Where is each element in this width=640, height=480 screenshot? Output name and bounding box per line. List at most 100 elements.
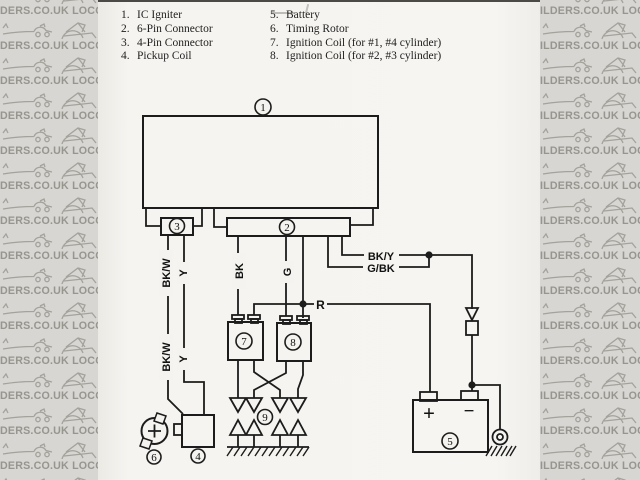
legend-item-number: 4. xyxy=(121,50,130,63)
watermark-logos xyxy=(0,88,98,110)
watermark-logos xyxy=(540,0,640,5)
six-pin-connector xyxy=(226,217,351,237)
legend-item-label: 4-Pin Connector xyxy=(137,36,213,49)
watermark-logos xyxy=(540,228,640,250)
watermark-row: DERS.CO.UK LOCOSTBUILDE xyxy=(0,88,98,123)
watermark-logos xyxy=(0,298,98,320)
locost-car-side-logo-icon xyxy=(542,337,593,353)
locost-car-side-logo-icon xyxy=(542,372,593,388)
locost-car-front-logo-icon xyxy=(601,162,637,180)
locost-car-side-logo-icon xyxy=(542,197,593,213)
callout-5: 5 xyxy=(441,432,459,450)
callout-9-number: 9 xyxy=(262,412,268,424)
callout-8: 8 xyxy=(284,333,302,351)
callout-6: 6 xyxy=(146,449,162,465)
legend-item-label: 6-Pin Connector xyxy=(137,22,213,35)
legend-item-number: 8. xyxy=(270,50,279,63)
watermark-logos xyxy=(540,368,640,390)
locost-car-side-logo-icon xyxy=(542,407,593,423)
spark-plug-leads xyxy=(237,360,304,398)
locost-car-front-logo-icon xyxy=(61,442,97,460)
watermark-logos xyxy=(540,88,640,110)
locost-car-front-logo-icon xyxy=(601,267,637,285)
locost-car-front-logo-icon xyxy=(61,232,97,250)
watermark-row: ILDERS.CO.UK LOCOSTBUIL xyxy=(540,473,640,480)
legend-item-number: 1. xyxy=(121,9,130,21)
watermark-row: DERS.CO.UK LOCOSTBUILDE xyxy=(0,0,98,18)
watermark-row: ILDERS.CO.UK LOCOSTBUIL xyxy=(540,158,640,193)
locost-car-side-logo-icon xyxy=(542,267,593,283)
watermark-row: DERS.CO.UK LOCOSTBUILDE xyxy=(0,263,98,298)
locost-car-side-logo-icon xyxy=(2,197,53,213)
watermark-text: ILDERS.CO.UK LOCOSTBUIL xyxy=(540,5,640,17)
watermark-row: DERS.CO.UK LOCOSTBUILDE xyxy=(0,298,98,333)
legend-item-label: Battery xyxy=(286,9,320,21)
callout-9: 9 xyxy=(256,408,274,426)
watermark-text: DERS.CO.UK LOCOSTBUILDE xyxy=(0,145,98,157)
locost-car-side-logo-icon xyxy=(542,442,593,458)
callout-5-number: 5 xyxy=(447,436,453,448)
locost-car-front-logo-icon xyxy=(61,197,97,215)
legend-item-label: Ignition Coil (for #1, #4 cylinder) xyxy=(286,36,442,49)
locost-car-side-logo-icon xyxy=(542,92,593,108)
locost-car-front-logo-icon xyxy=(61,302,97,320)
locost-car-side-logo-icon xyxy=(542,162,593,178)
watermark-logos xyxy=(0,123,98,145)
callout-4: 4 xyxy=(190,448,206,464)
locost-car-side-logo-icon xyxy=(2,232,53,248)
watermark-logos xyxy=(0,438,98,460)
watermark-text: ILDERS.CO.UK LOCOSTBUIL xyxy=(540,75,640,87)
legend-item-number: 6. xyxy=(270,22,279,35)
watermark-row: DERS.CO.UK LOCOSTBUILDE xyxy=(0,438,98,473)
watermark-logos xyxy=(540,403,640,425)
ignition-coil-7 xyxy=(227,314,264,361)
watermark-text: DERS.CO.UK LOCOSTBUILDE xyxy=(0,390,98,402)
callout-6-number: 6 xyxy=(151,452,157,464)
watermark-logos xyxy=(540,333,640,355)
locost-car-front-logo-icon xyxy=(601,442,637,460)
locost-car-front-logo-icon xyxy=(61,57,97,75)
legend-item-label: Ignition Coil (for #2, #3 cylinder) xyxy=(286,50,442,63)
watermark-text: ILDERS.CO.UK LOCOSTBUIL xyxy=(540,285,640,297)
locost-car-side-logo-icon xyxy=(2,337,53,353)
legend-item-number: 7. xyxy=(270,36,279,49)
watermark-logos xyxy=(540,298,640,320)
watermark-text: DERS.CO.UK LOCOSTBUILDE xyxy=(0,75,98,87)
watermark-strip-left: DERS.CO.UK LOCOSTBUILDE DERS.CO.UK LOCOS xyxy=(0,0,98,480)
locost-car-side-logo-icon xyxy=(4,477,46,480)
watermark-text: ILDERS.CO.UK LOCOSTBUIL xyxy=(540,355,640,367)
callout-4-number: 4 xyxy=(195,451,201,463)
watermark-row: ILDERS.CO.UK LOCOSTBUIL xyxy=(540,228,640,263)
callout-7: 7 xyxy=(235,332,253,350)
locost-car-side-logo-icon xyxy=(2,267,53,283)
watermark-logos xyxy=(0,158,98,180)
locost-car-front-logo-icon xyxy=(61,407,97,425)
legend-item: 6.Timing Rotor xyxy=(270,23,441,37)
wire-label-gbk: G/BK xyxy=(367,263,395,275)
legend-right-column: 5. Battery 6.Timing Rotor 7. Ignition Coil… xyxy=(270,9,441,64)
watermark-row: ILDERS.CO.UK LOCOSTBUIL xyxy=(540,333,640,368)
locost-car-side-logo-icon xyxy=(542,302,593,318)
watermark-logos xyxy=(540,263,640,285)
locost-car-front-logo-icon xyxy=(61,162,97,180)
watermark-logos xyxy=(0,53,98,75)
watermark-text: ILDERS.CO.UK LOCOSTBUIL xyxy=(540,40,640,52)
locost-car-front-logo-icon xyxy=(601,302,637,320)
watermark-logos xyxy=(540,438,640,460)
watermark-logos xyxy=(540,123,640,145)
watermark-text: ILDERS.CO.UK LOCOSTBUIL xyxy=(540,110,640,122)
locost-car-front-logo-icon xyxy=(61,337,97,355)
callout-2-number: 2 xyxy=(284,222,290,234)
watermark-row: DERS.CO.UK LOCOSTBUILDE xyxy=(0,228,98,263)
wire-label-bky: BK/Y xyxy=(368,251,395,263)
watermark-text: DERS.CO.UK LOCOSTBUILDE xyxy=(0,425,98,437)
legend-item: 3.4-Pin Connector xyxy=(121,37,213,51)
watermark-text: ILDERS.CO.UK LOCOSTBUIL xyxy=(540,250,640,262)
watermark-text: ILDERS.CO.UK LOCOSTBUIL xyxy=(540,320,640,332)
locost-car-front-logo-icon xyxy=(61,372,97,390)
wire-label-bkw-lower: BK/W xyxy=(161,342,173,372)
legend-item-number: 5. xyxy=(270,9,279,21)
legend-item-label: IC Igniter xyxy=(137,9,183,21)
watermark-logos xyxy=(540,193,640,215)
